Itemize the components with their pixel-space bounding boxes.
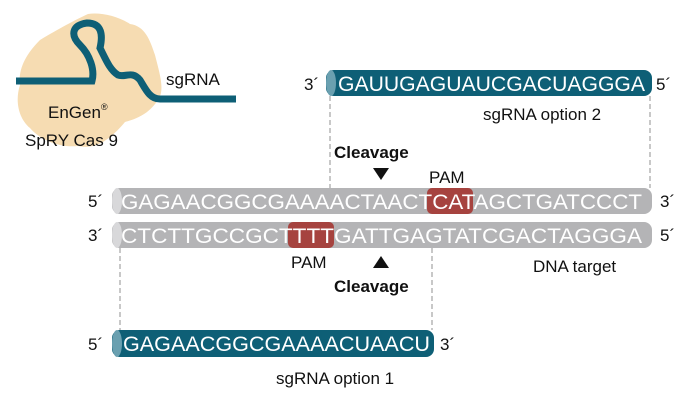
top-strand-end-left: 5´ (88, 192, 103, 211)
sgrna1-sequence: GAGAACGGCGAAAACUAACU (123, 333, 430, 356)
enzyme-name-line1: EnGen® (48, 102, 108, 122)
top-strand-end-right: 3´ (660, 192, 675, 211)
pam-highlight-top (427, 188, 473, 214)
sgrna2-bar (326, 70, 652, 96)
sgrna1-end-left: 5´ (88, 335, 103, 354)
sgrna2-bar-end (326, 70, 336, 96)
sgrna-label: sgRNA (166, 70, 221, 89)
top-strand-bar (112, 188, 652, 214)
sgrna2-end-left: 3´ (304, 75, 319, 94)
sgrna-strand-icon (16, 19, 236, 103)
sgrna2-sequence: GAUUGAGUAUCGACUAGGGA (338, 73, 645, 96)
sgrna1-bar (112, 330, 434, 357)
pam-label-bottom: PAM (291, 253, 327, 272)
cleavage-label-bottom: Cleavage (334, 277, 409, 296)
sgrna1-bar-end (112, 330, 122, 357)
bottom-strand-end-left: 3´ (88, 226, 103, 245)
cleavage-arrow-up-icon (373, 256, 389, 268)
cleavage-label-top: Cleavage (334, 143, 409, 162)
bottom-strand-bar-end (112, 222, 122, 248)
sgrna2-end-right: 5´ (656, 75, 671, 94)
sgrna2-label: sgRNA option 2 (483, 105, 601, 124)
dna-target-label: DNA target (533, 257, 616, 276)
sgrna1-end-right: 3´ (440, 335, 455, 354)
pam-highlight-bottom (288, 222, 334, 248)
bottom-strand-bar (112, 222, 652, 248)
top-strand-bar-end (112, 188, 122, 214)
pam-label-top: PAM (429, 168, 465, 187)
enzyme-name-line2: SpRY Cas 9 (25, 131, 118, 150)
sgrna1-label: sgRNA option 1 (276, 369, 394, 388)
bottom-strand-end-right: 5´ (660, 226, 675, 245)
cleavage-arrow-down-icon (373, 168, 389, 180)
